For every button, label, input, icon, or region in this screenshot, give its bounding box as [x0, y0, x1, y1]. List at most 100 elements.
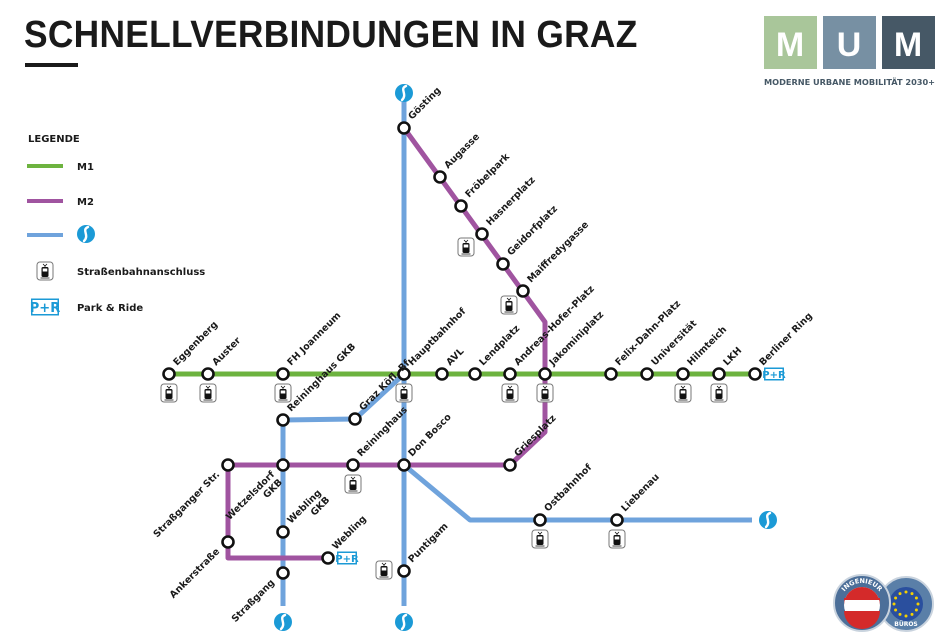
station-name: Ankerstraße [168, 546, 222, 600]
station-name: Felix-Dahn-Platz [613, 298, 683, 368]
tram-icon [710, 383, 728, 403]
tram-icon [608, 529, 626, 549]
eu-star [904, 614, 908, 618]
station-marker [276, 525, 290, 539]
station-marker [221, 458, 235, 472]
eu-star [914, 596, 918, 600]
station-label: WetzelsdorfGKB [224, 469, 286, 531]
tram-icon [500, 295, 518, 315]
station-wetzelsdorf[interactable]: WetzelsdorfGKB [224, 458, 290, 531]
station-marker [676, 367, 690, 381]
station-marker [397, 458, 411, 472]
station-label: AVL [444, 346, 466, 368]
eu-star [898, 612, 902, 616]
station-label: Webling [330, 514, 369, 553]
legend-label-tram: Straßenbahnanschluss [77, 267, 205, 278]
station-marker [276, 367, 290, 381]
station-auster[interactable]: Auster [199, 335, 243, 403]
station-marker [276, 566, 290, 580]
s-bahn-line-gkb [280, 372, 406, 606]
station-donbosco[interactable]: Don Bosco [397, 411, 455, 472]
park-ride-icon: P+R [762, 367, 786, 381]
eu-star [904, 590, 908, 594]
station-rgkb[interactable]: Reininghaus GKB [276, 341, 359, 427]
station-name: Augasse [442, 131, 482, 171]
logo-letter-3: M [894, 26, 922, 64]
station-marker [516, 284, 530, 298]
logo-tagline: MODERNE URBANE MOBILITÄT 2030+ [764, 77, 935, 87]
tram-icon [531, 529, 549, 549]
logo-letter-1: M [776, 26, 804, 64]
eu-star [910, 592, 914, 596]
station-name: Liebenau [619, 472, 661, 514]
eu-star [892, 602, 896, 606]
legend: LEGENDE M1 M2 Straßenbahnanschluss P+R P… [27, 134, 205, 316]
station-marker [201, 367, 215, 381]
tram-icon [199, 383, 217, 403]
logo-tile-1 [764, 16, 817, 69]
station-weblinggkb[interactable]: WeblingGKB [276, 487, 333, 539]
s-bahn-icon [77, 225, 95, 243]
station-marker [533, 513, 547, 527]
legend-title: LEGENDE [28, 134, 80, 145]
station-gries[interactable]: Griesplatz [503, 413, 559, 472]
station-marker [454, 199, 468, 213]
station-name: Hasnerplatz [484, 174, 538, 228]
tram-icon [674, 383, 692, 403]
station-marker [475, 227, 489, 241]
s-bahn-icon [395, 84, 413, 102]
logo-tile-3 [882, 16, 935, 69]
eu-star [898, 592, 902, 596]
s-bahn-line-east [402, 463, 752, 523]
station-marker [538, 367, 552, 381]
station-name: Ostbahnhof [542, 462, 595, 515]
park-ride-icon: P+R [30, 298, 60, 316]
station-label: Don Bosco [406, 411, 454, 459]
station-label: Felix-Dahn-Platz [613, 298, 683, 368]
s-bahn-icon [274, 613, 292, 631]
station-label: Fröbelpark [463, 151, 512, 200]
station-ostbahnhof[interactable]: Ostbahnhof [531, 462, 595, 549]
station-marker [397, 121, 411, 135]
eu-star [914, 608, 918, 612]
s-bahn-icon [759, 511, 777, 529]
station-liebenau[interactable]: Liebenau [608, 472, 662, 549]
station-name: Don Bosco [406, 411, 454, 459]
station-label: Auster [210, 335, 243, 368]
station-puntigam[interactable]: Puntigam [375, 521, 451, 580]
station-marker [433, 170, 447, 184]
eu-star [894, 596, 898, 600]
station-marker [397, 367, 411, 381]
station-augasse[interactable]: Augasse [433, 131, 483, 184]
park-ride-label: P+R [30, 301, 60, 316]
tram-icon [536, 383, 554, 403]
station-marker [348, 412, 362, 426]
station-label: Berliner Ring [757, 311, 814, 368]
tram-icon [160, 383, 178, 403]
park-ride-label: P+R [335, 554, 359, 565]
eu-stars-icon [892, 590, 920, 618]
legend-label-park-ride: Park & Ride [77, 303, 143, 314]
station-label: Augasse [442, 131, 482, 171]
station-marker [162, 367, 176, 381]
station-marker [346, 458, 360, 472]
station-strassganger[interactable]: Straßganger Str. [152, 458, 235, 540]
station-label: Puntigam [406, 521, 450, 565]
station-marker [276, 458, 290, 472]
park-ride-icon: P+R [335, 551, 359, 565]
park-ride-label: P+R [762, 370, 786, 381]
station-label: Griesplatz [512, 413, 559, 460]
legend-label-m2: M2 [77, 197, 94, 208]
tram-icon [501, 383, 519, 403]
tram-icon [344, 474, 362, 494]
map-icons [274, 84, 777, 631]
station-name: Straßganger Str. [152, 469, 223, 540]
tram-icon [36, 261, 54, 281]
mum-logo: M U M MODERNE URBANE MOBILITÄT 2030+ [764, 16, 935, 87]
station-anker[interactable]: Ankerstraße [168, 535, 235, 601]
station-name: Webling [330, 514, 369, 553]
